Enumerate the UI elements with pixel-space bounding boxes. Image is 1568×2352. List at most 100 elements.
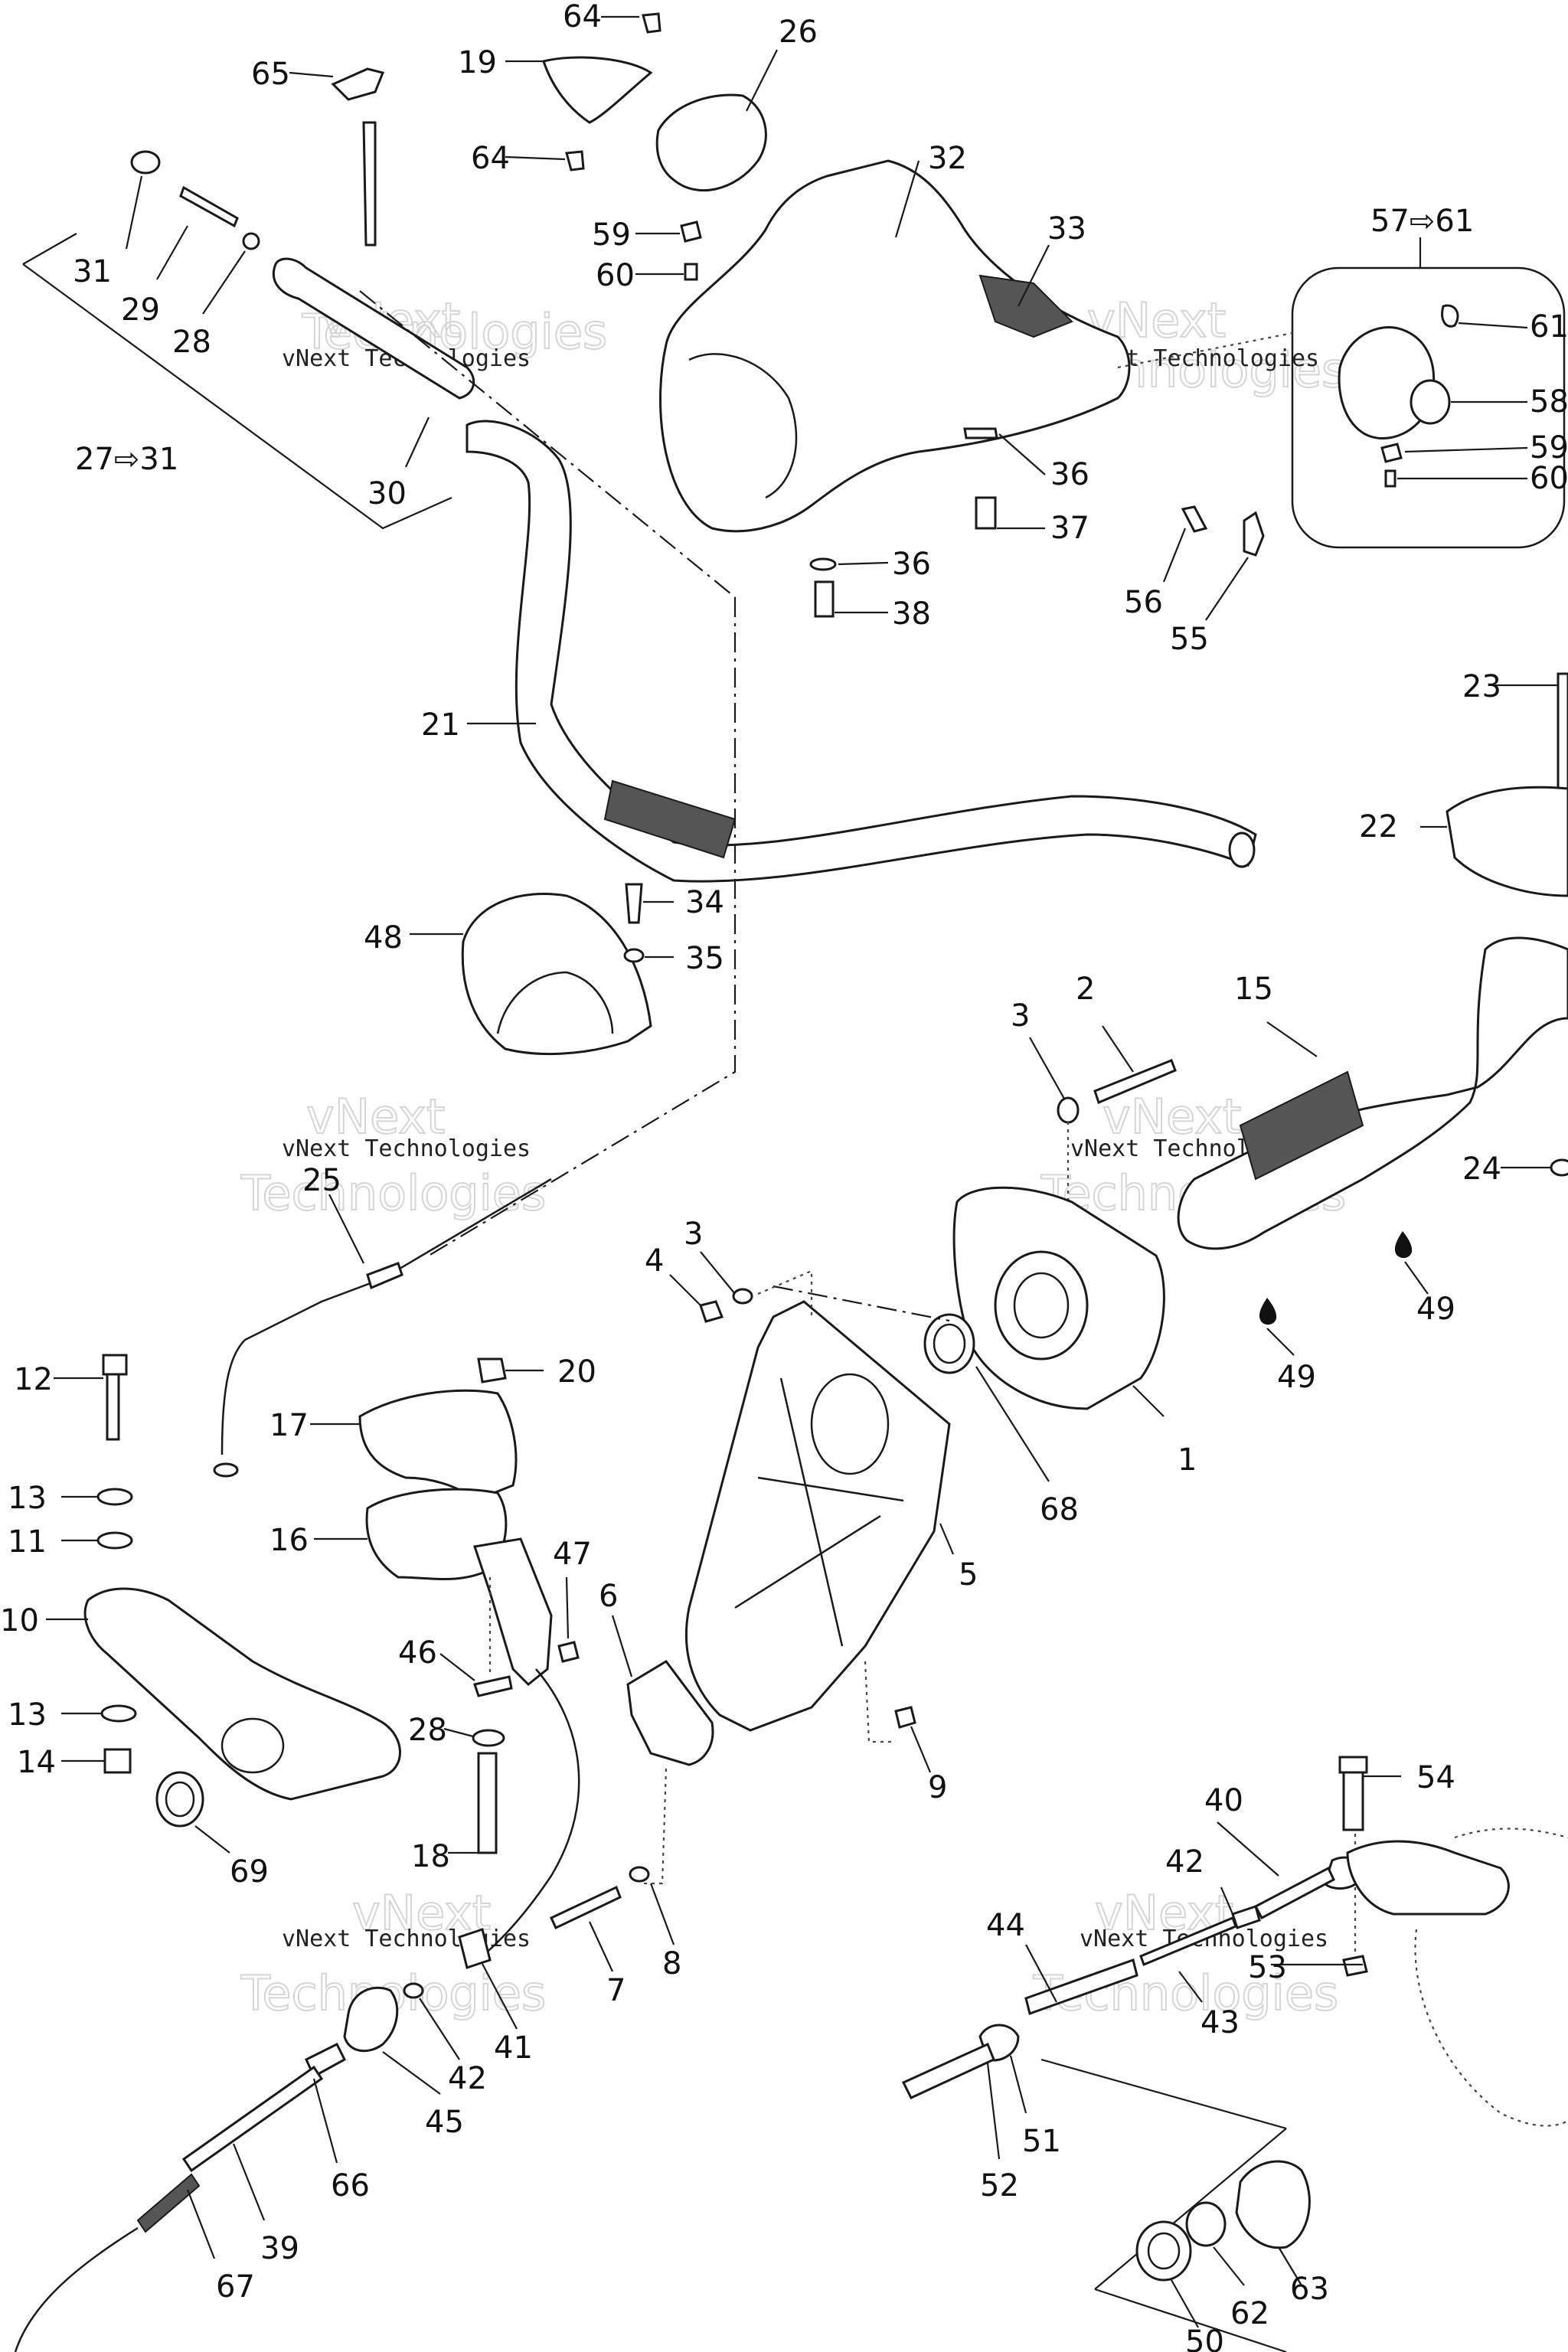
callout-label: 32 — [928, 141, 967, 176]
part-35-washer — [623, 948, 645, 963]
part-10-bracket — [83, 1587, 401, 1801]
callout-label: 31 — [73, 254, 112, 289]
callout-label: 55 — [1170, 622, 1209, 657]
part-52-housing — [901, 2042, 995, 2099]
part-32-housing — [659, 159, 1131, 533]
oil-drop-icon — [1259, 1298, 1277, 1325]
handlebar-group — [428, 420, 1257, 1256]
plate-ribs — [734, 1377, 904, 1647]
part-31-cap — [130, 150, 161, 175]
callout-label: 49 — [1277, 1360, 1316, 1395]
callout-label: 33 — [1047, 211, 1086, 247]
part-20-nut — [477, 1357, 507, 1383]
cover-arch — [496, 971, 614, 1034]
callout-label: 54 — [1416, 1760, 1455, 1795]
clamp-halves-group — [358, 1357, 580, 1854]
callout-label: 39 — [260, 2231, 299, 2266]
part-24-nut — [1550, 1158, 1568, 1177]
part-64-screw-top — [642, 12, 662, 34]
part-54-bolt — [1342, 1767, 1364, 1831]
callout-label: 28 — [172, 325, 211, 360]
grip-kit-group — [22, 150, 736, 598]
part-59-nut-b — [1380, 443, 1403, 463]
callout-label: 35 — [685, 941, 724, 976]
part-43-shaft — [1139, 1916, 1237, 1966]
kit-57-61-group — [1117, 237, 1566, 549]
part-25-cable — [220, 1178, 552, 1455]
kit-50-63-group — [1040, 2058, 1311, 2352]
part-2-bolt — [1093, 1059, 1177, 1105]
centerline — [359, 290, 736, 598]
callout-label: 56 — [1124, 585, 1163, 620]
part-50-ring — [1135, 2220, 1192, 2282]
callout-label: 59 — [592, 217, 631, 253]
callout-label: 23 — [1462, 669, 1501, 704]
callout-label: 69 — [230, 1854, 269, 1890]
part-29-screw — [179, 185, 239, 228]
watermark-large: vNext — [352, 1885, 491, 1941]
handlebar-end — [1228, 831, 1256, 868]
callout-label: 65 — [251, 57, 290, 92]
callout-label: 30 — [368, 476, 407, 511]
part-28-washer — [242, 232, 260, 250]
callout-label: 8 — [662, 1946, 681, 1981]
part-38-screw — [814, 580, 835, 618]
dotted-guide — [1117, 332, 1293, 369]
leader-lines — [46, 15, 1558, 2328]
part-12-head — [102, 1354, 128, 1376]
callout-label: 59 — [1530, 430, 1568, 466]
part-45-bushing — [343, 1986, 399, 2053]
part-15-column — [1177, 936, 1568, 1250]
part-8-washer — [629, 1866, 650, 1883]
part-13-washer-b — [100, 1704, 137, 1723]
part-61-clip — [1441, 304, 1459, 328]
callout-label: 25 — [302, 1163, 341, 1198]
part-5-plate — [684, 1300, 951, 1732]
callout-label: 58 — [1530, 384, 1568, 420]
callout-label: 46 — [398, 1635, 437, 1671]
part-18-bolt — [477, 1752, 498, 1854]
steering-column-group — [1057, 936, 1568, 1250]
callout-label: 64 — [563, 0, 602, 34]
callout-label: 20 — [557, 1354, 596, 1390]
callout-label: 13 — [8, 1697, 47, 1733]
callout-label: 13 — [8, 1481, 47, 1516]
callout-label: 48 — [364, 920, 403, 956]
callout-label: 62 — [1230, 2296, 1269, 2331]
part-68-ring-inner — [933, 1323, 966, 1364]
callout-label: 37 — [1050, 511, 1089, 546]
part-30-grip — [272, 257, 475, 400]
part-58-sleeve — [1410, 379, 1451, 425]
part-9-nut — [894, 1706, 916, 1729]
callout-label: 60 — [1530, 461, 1568, 496]
callout-label: 7 — [606, 1973, 626, 2008]
callout-label: 47 — [553, 1537, 592, 1572]
callout-label: 12 — [14, 1362, 53, 1397]
watermark-group: Technologies Technologies Technologies T… — [240, 292, 1347, 2022]
part-12-bolt — [106, 1369, 120, 1441]
callout-label: 15 — [1234, 972, 1273, 1007]
centerline — [428, 597, 737, 1256]
part-40-rod — [1253, 1866, 1335, 1920]
part-50-ring-inner — [1147, 2232, 1181, 2270]
callout-label: 45 — [425, 2105, 464, 2140]
callout-label: 42 — [448, 2061, 487, 2096]
part-64-screw — [565, 150, 585, 172]
part-65-pin — [362, 121, 377, 247]
cable-loop — [466, 1668, 580, 1969]
part-7-bolt — [550, 1885, 622, 1930]
clamp-group — [1446, 672, 1568, 897]
callout-label: 21 — [421, 707, 460, 743]
housing-bore — [994, 1250, 1089, 1361]
callout-label: 3 — [1011, 998, 1030, 1034]
part-54-head — [1338, 1756, 1368, 1774]
callout-label: 42 — [1165, 1844, 1204, 1880]
callout-label: 1 — [1178, 1442, 1197, 1478]
part-41-clip — [458, 1928, 492, 1969]
cable-end — [213, 1462, 239, 1478]
callout-label: 10 — [0, 1603, 39, 1638]
watermark-text: vNext Technologies — [282, 1926, 531, 1952]
part-44-sleeve — [1024, 1958, 1138, 2015]
callout-label: 63 — [1290, 2272, 1329, 2307]
callout-label: 52 — [980, 2168, 1019, 2203]
